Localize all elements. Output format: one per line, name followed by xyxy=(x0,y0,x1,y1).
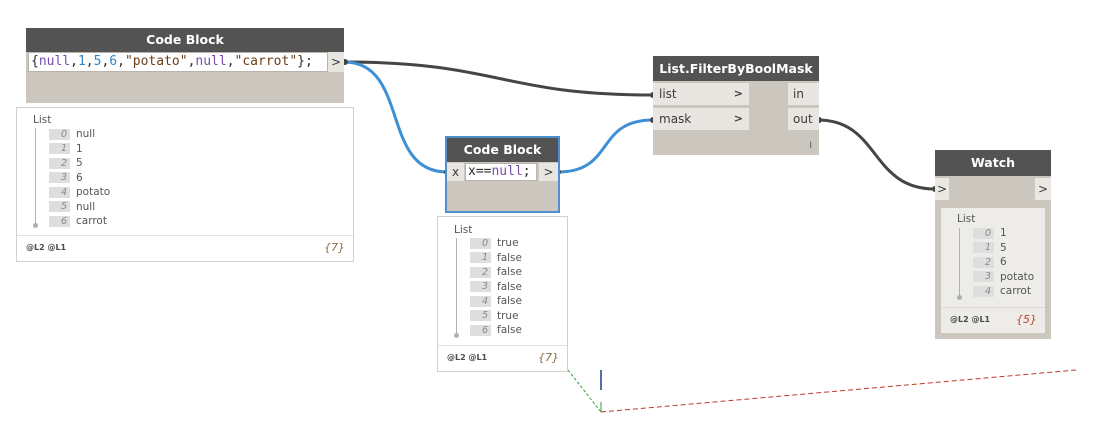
code-block-node-1[interactable]: Code Block {null,1,5,6,"potato",null,"ca… xyxy=(26,28,344,103)
wire-cb1-to-filter-list[interactable] xyxy=(343,60,654,97)
input-port-list[interactable]: list > xyxy=(653,83,749,105)
list-tree-end xyxy=(957,295,962,300)
code-token: { xyxy=(31,54,39,69)
list-tree-line xyxy=(959,228,960,296)
marquee-edge xyxy=(567,369,602,413)
code-token: 5 xyxy=(93,54,102,69)
output-port[interactable]: > xyxy=(1035,178,1051,200)
port-label: in xyxy=(793,87,804,101)
port-label: out xyxy=(793,112,813,126)
filter-by-bool-mask-node[interactable]: List.FilterByBoolMask list > mask > in o… xyxy=(653,56,819,155)
port-label: list xyxy=(659,87,677,101)
list-count: {7} xyxy=(538,351,559,364)
port-arrow: > xyxy=(1037,182,1049,196)
code-editor[interactable]: {null,1,5,6,"potato",null,"carrot"}; xyxy=(28,52,328,72)
preview-footer: @L2 @L1 {7} xyxy=(438,345,567,371)
code-token: null xyxy=(491,164,523,179)
code-editor[interactable]: x==null; xyxy=(465,163,537,181)
lacing-indicator[interactable]: I xyxy=(809,141,812,151)
preview-footer: @L2 @L1 {5} xyxy=(941,307,1045,333)
wire-filter-out-to-watch[interactable] xyxy=(817,118,936,191)
code-token: }; xyxy=(297,54,313,69)
list-count: {7} xyxy=(324,241,345,254)
code-token: , xyxy=(70,54,78,69)
code-token: , xyxy=(226,54,235,69)
list-label: List xyxy=(33,114,52,126)
code-token: , xyxy=(85,54,94,69)
input-port-mask[interactable]: mask > xyxy=(653,108,749,130)
input-port[interactable]: > xyxy=(935,178,949,200)
list-levels[interactable]: @L2 @L1 xyxy=(950,315,991,324)
code-token: , xyxy=(117,54,125,69)
list-label: List xyxy=(454,224,473,236)
code-token: null xyxy=(195,54,227,69)
output-port[interactable]: > xyxy=(328,52,344,72)
port-arrow: > xyxy=(543,165,554,179)
code-token: , xyxy=(101,54,110,69)
code-token: "potato" xyxy=(124,54,188,69)
list-tree-end xyxy=(454,333,459,338)
code-token: "carrot" xyxy=(234,54,298,69)
list-levels[interactable]: @L2 @L1 xyxy=(447,353,488,362)
marquee-edge xyxy=(600,369,1077,413)
list-label: List xyxy=(957,213,976,225)
list-tree-end xyxy=(33,223,38,228)
port-arrow: > xyxy=(936,182,948,196)
port-label: mask xyxy=(659,112,692,126)
list-levels[interactable]: @L2 @L1 xyxy=(26,243,67,252)
list-count: {5} xyxy=(1016,313,1037,326)
node-title[interactable]: Watch xyxy=(935,150,1051,176)
wire-cb1-to-cb2-x[interactable] xyxy=(343,60,448,174)
list-tree-line xyxy=(456,238,457,334)
port-label: x xyxy=(451,165,460,179)
input-port-x[interactable]: x xyxy=(447,163,464,181)
code-token: null xyxy=(38,54,71,69)
output-port-in[interactable]: in xyxy=(788,83,819,105)
node-title[interactable]: Code Block xyxy=(447,138,558,162)
output-port[interactable]: > xyxy=(539,163,558,181)
chevron-right-icon: > xyxy=(733,87,743,100)
code-token: , xyxy=(187,54,196,69)
preview-footer: @L2 @L1 {7} xyxy=(17,235,353,261)
code-token: ; xyxy=(522,164,531,179)
code-token: 1 xyxy=(77,54,86,69)
node-title[interactable]: Code Block xyxy=(26,28,344,52)
code-token: 6 xyxy=(109,54,118,69)
code-block-node-2[interactable]: Code Block x x==null; > xyxy=(445,136,560,213)
code-token: x== xyxy=(468,164,492,179)
wire-cb2-to-filter-mask[interactable] xyxy=(557,118,654,174)
chevron-right-icon: > xyxy=(733,112,743,125)
node-title[interactable]: List.FilterByBoolMask xyxy=(653,56,819,81)
output-port-out[interactable]: out xyxy=(788,108,819,130)
list-tree-line xyxy=(35,128,36,224)
port-arrow: > xyxy=(330,55,342,69)
